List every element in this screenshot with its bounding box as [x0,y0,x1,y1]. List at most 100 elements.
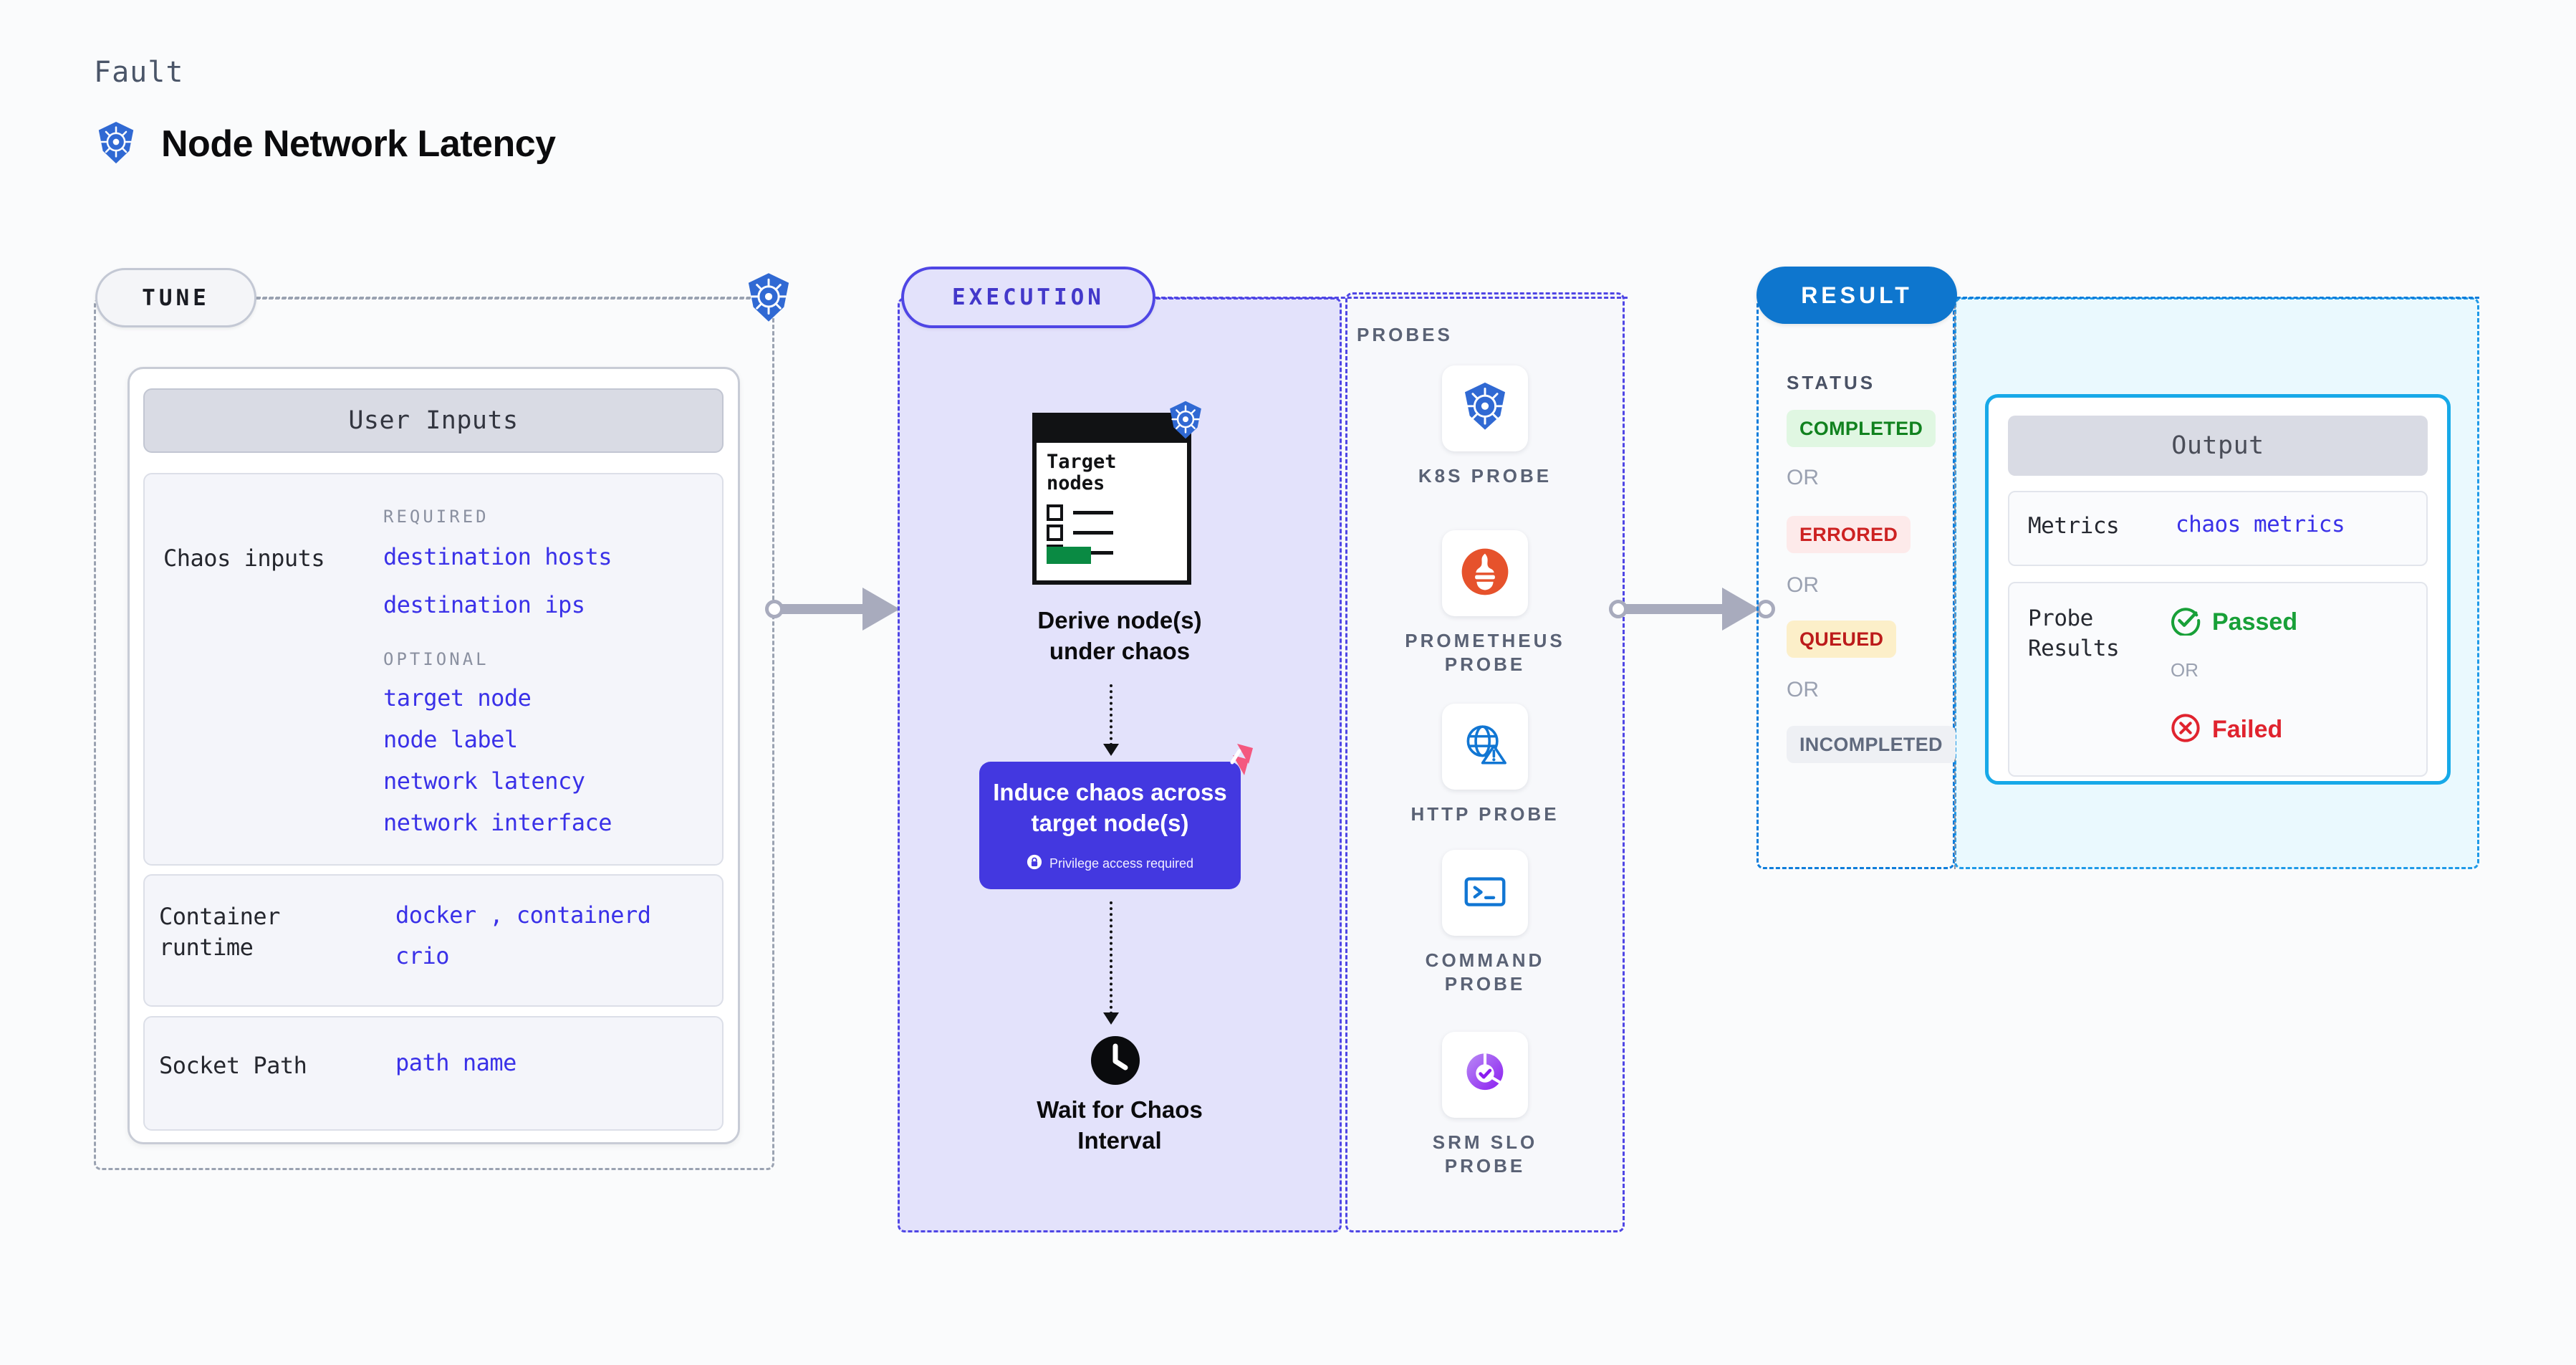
check-circle-icon [2171,605,2201,638]
probe-label-line1: K8S PROBE [1418,465,1552,487]
derive-nodes-line2: under chaos [1049,637,1191,664]
input-destination-hosts[interactable]: destination hosts [383,543,612,570]
probe-results-label: Probe Results [2028,604,2120,664]
value-containerd[interactable]: containerd [516,901,651,929]
container-runtime-label-line2: runtime [159,934,254,962]
probe-label-line1: COMMAND [1425,949,1545,971]
probe-label: K8S PROBE [1345,464,1625,488]
induce-chaos-label: Induce chaos across target node(s) [993,777,1226,838]
target-nodes-caption-line2: nodes [1047,472,1105,495]
harness-logo [1216,741,1256,781]
status-badge-incompleted: INCOMPLETED [1787,726,1956,763]
execution-stage-pill[interactable]: EXECUTION [901,267,1155,328]
chaos-inputs-label: Chaos inputs [163,545,325,572]
induce-chaos-line1: Induce chaos across [993,779,1227,806]
status-or-3: OR [1787,678,1819,701]
wait-for-chaos-step-label: Wait for Chaos Interval [926,1095,1313,1156]
input-destination-ips[interactable]: destination ips [383,591,585,618]
induce-chaos-line2: target node(s) [1031,809,1189,836]
output-probe-results-block [2008,582,2428,777]
passed-label: Passed [2212,608,2298,636]
derive-nodes-line1: Derive node(s) [1037,607,1202,633]
terminal-icon [1460,866,1510,919]
probe-label-line1: SRM SLO [1432,1131,1538,1153]
result-stage-pill[interactable]: RESULT [1756,267,1957,324]
checkbox-icon [1047,525,1063,541]
output-header: Output [2008,416,2428,476]
x-circle-icon [2171,713,2201,746]
probe-tile [1442,850,1528,936]
target-nodes-row [1047,525,1113,541]
input-network-latency[interactable]: network latency [383,767,585,795]
target-nodes-caption-line1: Target [1047,451,1117,473]
probe-result-or: OR [2171,659,2198,681]
page-title: Node Network Latency [161,123,556,165]
privilege-note-text: Privilege access required [1049,856,1194,871]
status-section-title: STATUS [1787,372,1876,393]
result-connector-line [1956,297,2479,299]
input-network-interface[interactable]: network interface [383,809,612,836]
probe-results-line1: Probe [2028,605,2093,631]
prometheus-icon [1458,545,1512,601]
metrics-label: Metrics [2028,513,2120,539]
probe-item-command[interactable]: COMMAND PROBE [1345,850,1625,997]
required-caption: REQUIRED [383,507,489,527]
probe-item-srm-slo[interactable]: SRM SLO PROBE [1345,1032,1625,1179]
optional-caption: OPTIONAL [383,649,489,669]
kubernetes-icon [743,272,794,323]
probe-item-prometheus[interactable]: PROMETHEUS PROBE [1345,530,1625,677]
probe-label-line2: PROBE [1444,973,1526,995]
probe-item-k8s[interactable]: K8S PROBE [1345,365,1625,488]
probe-result-failed: Failed [2171,713,2282,746]
flow-arrowhead-icon [1103,1012,1119,1025]
status-or-2: OR [1787,573,1819,597]
target-nodes-row [1047,504,1113,521]
page-kicker: Fault [94,56,184,89]
status-badge-completed: COMPLETED [1787,410,1936,447]
execution-connector-line [1155,297,1628,299]
line-placeholder [1073,511,1113,514]
probe-results-line2: Results [2028,635,2120,661]
probe-label-line1: PROMETHEUS [1405,630,1565,651]
kubernetes-icon [1166,400,1206,440]
result-divider [1954,297,1956,869]
privilege-note: Privilege access required [1027,854,1193,873]
lock-icon [1027,854,1042,873]
metrics-value[interactable]: chaos metrics [2176,512,2345,537]
connector-arrowhead-icon [862,588,900,631]
line-placeholder [1073,551,1113,555]
connector-arrowhead-icon [1722,588,1759,631]
probe-item-http[interactable]: HTTP PROBE [1345,704,1625,826]
probe-tile [1442,1032,1528,1118]
wait-for-chaos-line2: Interval [1077,1126,1162,1154]
value-crio[interactable]: crio [395,942,450,969]
clock-icon [1090,1035,1141,1086]
tune-stage-pill[interactable]: TUNE [95,268,256,327]
input-node-label[interactable]: node label [383,726,518,753]
induce-chaos-step[interactable]: Induce chaos across target node(s) Privi… [979,762,1241,889]
input-target-node[interactable]: target node [383,684,532,712]
http-globe-icon [1459,719,1511,774]
probe-label: COMMAND PROBE [1345,949,1625,997]
value-path-name[interactable]: path name [395,1049,516,1076]
value-docker[interactable]: docker [395,901,476,929]
container-runtime-label-line1: Container [159,903,280,930]
connector-tune-to-execution [765,588,915,631]
status-or-1: OR [1787,466,1819,489]
status-badge-errored: ERRORED [1787,516,1911,553]
probe-label: PROMETHEUS PROBE [1345,629,1625,677]
runtime-values-row1[interactable]: docker , containerd [395,901,651,929]
output-metrics-block [2008,491,2428,566]
probe-tile [1442,530,1528,616]
status-badge-queued: QUEUED [1787,621,1897,658]
probe-label: SRM SLO PROBE [1345,1131,1625,1179]
tune-connector-line [256,297,751,299]
srm-slo-icon [1458,1047,1512,1103]
probe-label: HTTP PROBE [1345,803,1625,826]
value-separator: , [489,901,504,929]
wait-for-chaos-line1: Wait for Chaos [1037,1096,1203,1123]
line-placeholder [1073,531,1113,535]
container-runtime-block [143,874,724,1007]
socket-path-label: Socket Path [159,1052,307,1079]
kubernetes-icon [1457,379,1513,438]
